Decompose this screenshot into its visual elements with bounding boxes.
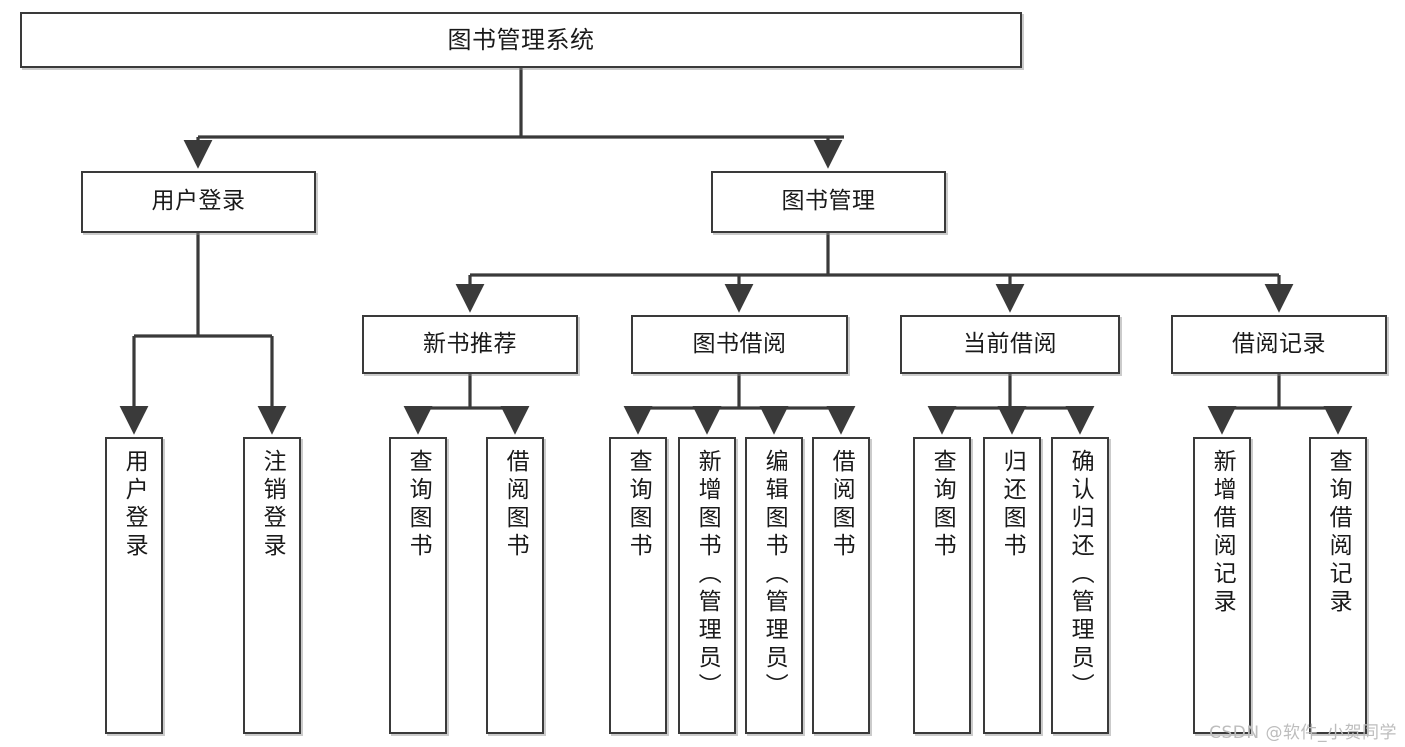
- node-label: 归还图书: [999, 449, 1026, 561]
- node-label: 借阅图书: [828, 449, 855, 561]
- node-label: 查询借阅记录: [1325, 449, 1352, 617]
- leaf-confirm-return-admin[interactable]: 确认归还（管理员）: [1051, 437, 1109, 734]
- leaf-add-book-admin[interactable]: 新增图书（管理员）: [678, 437, 736, 734]
- node-label: 图书管理系统: [447, 25, 595, 54]
- node-book-borrow[interactable]: 图书借阅: [631, 315, 848, 374]
- node-book-manage[interactable]: 图书管理: [711, 171, 946, 233]
- node-label: 查询图书: [929, 449, 956, 561]
- node-label: 借阅记录: [1232, 330, 1326, 357]
- node-label: 用户登录: [151, 188, 246, 215]
- node-label: 用户登录: [121, 449, 148, 561]
- node-new-book-recommend[interactable]: 新书推荐: [362, 315, 578, 374]
- leaf-query-book-current[interactable]: 查询图书: [913, 437, 971, 734]
- node-label: 新增借阅记录: [1209, 449, 1236, 617]
- node-user-login[interactable]: 用户登录: [81, 171, 316, 233]
- leaf-return-book[interactable]: 归还图书: [983, 437, 1041, 734]
- node-label: 查询图书: [625, 449, 652, 561]
- node-current-borrow[interactable]: 当前借阅: [900, 315, 1120, 374]
- node-root-book-management-system[interactable]: 图书管理系统: [20, 12, 1022, 68]
- node-label: 编辑图书（管理员）: [761, 449, 788, 701]
- node-label: 查询图书: [405, 449, 432, 561]
- node-label: 新增图书（管理员）: [694, 449, 721, 701]
- leaf-borrow-book[interactable]: 借阅图书: [812, 437, 870, 734]
- leaf-user-logout[interactable]: 注销登录: [243, 437, 301, 734]
- node-label: 当前借阅: [963, 330, 1057, 357]
- leaf-query-borrow-record[interactable]: 查询借阅记录: [1309, 437, 1367, 734]
- node-borrow-record[interactable]: 借阅记录: [1171, 315, 1387, 374]
- leaf-query-book-borrow[interactable]: 查询图书: [609, 437, 667, 734]
- node-label: 注销登录: [259, 449, 286, 561]
- leaf-add-borrow-record[interactable]: 新增借阅记录: [1193, 437, 1251, 734]
- leaf-edit-book-admin[interactable]: 编辑图书（管理员）: [745, 437, 803, 734]
- node-label: 图书管理: [781, 188, 876, 215]
- node-label: 图书借阅: [692, 330, 787, 357]
- node-label: 确认归还（管理员）: [1067, 449, 1094, 701]
- leaf-query-book-recommend[interactable]: 查询图书: [389, 437, 447, 734]
- leaf-user-login[interactable]: 用户登录: [105, 437, 163, 734]
- leaf-borrow-book-recommend[interactable]: 借阅图书: [486, 437, 544, 734]
- node-label: 新书推荐: [423, 330, 517, 357]
- node-label: 借阅图书: [502, 449, 529, 561]
